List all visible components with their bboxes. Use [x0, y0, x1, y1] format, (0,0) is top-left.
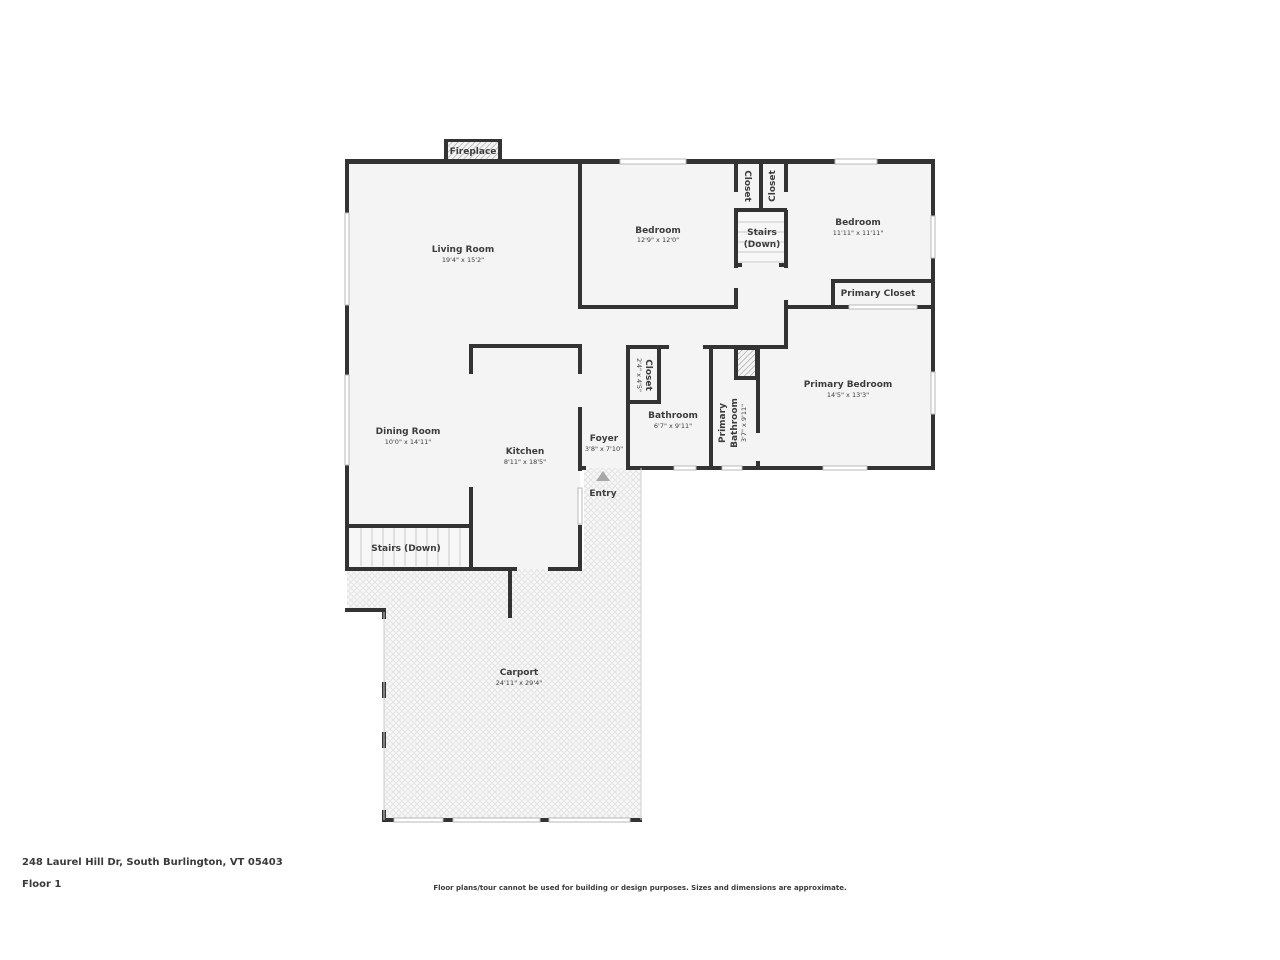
fireplace [444, 139, 502, 162]
interior-floor [347, 162, 933, 569]
foyer-label: Foyer [590, 434, 619, 444]
bathroom-label: Bathroom [648, 411, 698, 421]
stairs-upper-label-2: (Down) [744, 240, 781, 250]
floor-label: Floor 1 [22, 879, 62, 890]
entry-label: Entry [589, 489, 616, 499]
hall-closet-dims: 2'4" x 4'5" [635, 358, 643, 392]
property-address: 248 Laurel Hill Dr, South Burlington, VT… [22, 857, 283, 868]
primary-bedroom-dims: 14'5" x 13'3" [827, 391, 869, 399]
carport-dims: 24'11" x 29'4" [496, 679, 542, 687]
kitchen-label: Kitchen [506, 447, 545, 457]
bedroom-2-dims: 11'11" x 11'11" [833, 229, 884, 237]
dining-room-dims: 10'0" x 14'11" [385, 438, 431, 446]
primary-closet-label: Primary Closet [841, 289, 916, 299]
foyer-dims: 3'8" x 7'10" [585, 445, 623, 453]
fireplace-label: Fireplace [450, 147, 497, 157]
dining-room-label: Dining Room [376, 427, 441, 437]
primary-bedroom-label: Primary Bedroom [804, 380, 893, 390]
living-room-label: Living Room [432, 245, 494, 255]
bedroom-1-dims: 12'9" x 12'0" [637, 236, 679, 244]
carport-area [347, 468, 641, 820]
bedroom-2-label: Bedroom [835, 218, 881, 228]
carport-label: Carport [500, 668, 539, 678]
primary-bathroom-label-2: Bathroom [730, 398, 740, 448]
hall-closet-label: Closet [643, 359, 653, 391]
primary-bathroom-label-1: Primary [718, 403, 728, 443]
stairs-lower [350, 528, 469, 566]
stairs-lower-label: Stairs (Down) [371, 544, 440, 554]
disclaimer: Floor plans/tour cannot be used for buil… [433, 884, 847, 892]
primary-bath-chase [734, 347, 759, 380]
windows [344, 158, 936, 823]
primary-bathroom-dims: 3'7" x 9'11" [740, 404, 748, 442]
bedroom-1-label: Bedroom [635, 226, 681, 236]
living-room-dims: 19'4" x 15'2" [442, 256, 484, 264]
closet-a-label: Closet [742, 170, 752, 202]
stairs-upper [738, 212, 784, 264]
bathroom-dims: 6'7" x 9'11" [654, 422, 692, 430]
closet-b-label: Closet [768, 169, 778, 201]
kitchen-dims: 8'11" x 18'5" [504, 458, 546, 466]
entry-arrow-icon [596, 471, 610, 481]
stairs-upper-label-1: Stairs [747, 228, 777, 238]
carport-outline [383, 468, 642, 820]
